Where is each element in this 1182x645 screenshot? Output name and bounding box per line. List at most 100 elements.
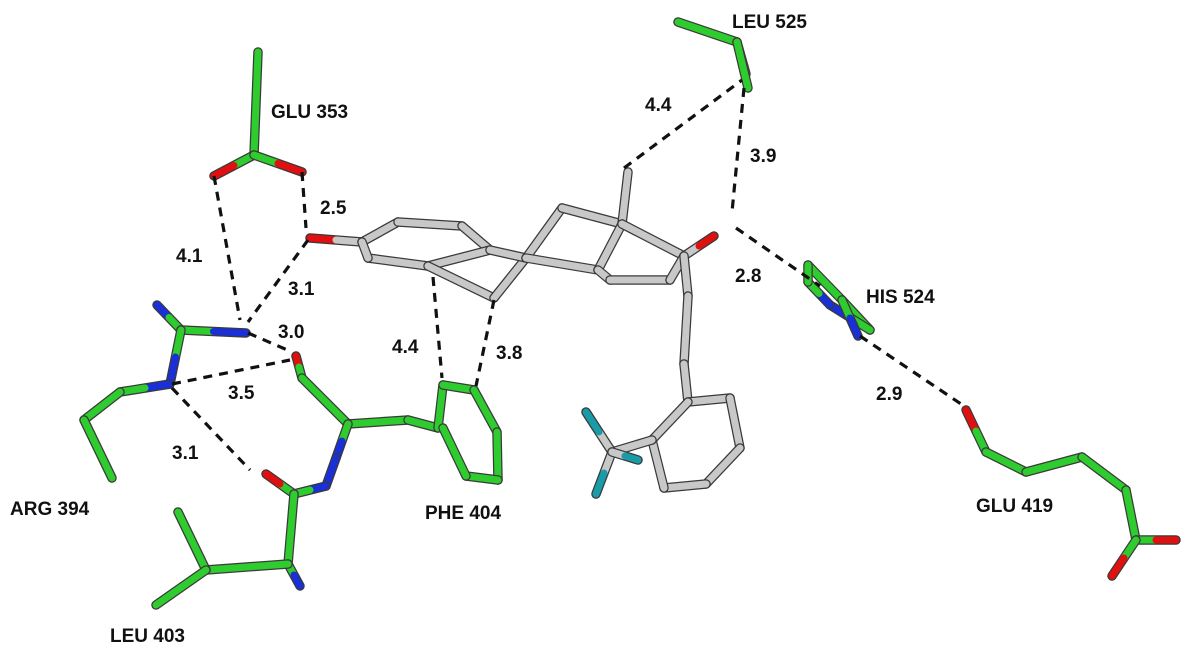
label-glu353: GLU 353: [271, 102, 348, 123]
bond-0: [252, 48, 262, 107]
interaction-line-9: [730, 87, 746, 213]
bond-75: [592, 469, 608, 498]
bond-69: [719, 444, 744, 470]
bond-30: [733, 38, 746, 69]
bond-39: [1050, 453, 1086, 468]
bond-8: [94, 445, 116, 482]
bond-65: [680, 326, 690, 368]
label-glu419: GLU 419: [976, 496, 1053, 517]
bond-18: [290, 571, 304, 590]
bond-65: [682, 292, 692, 334]
bond-36: [846, 314, 862, 340]
bond-4: [210, 328, 250, 337]
bond-48: [455, 246, 494, 262]
interaction-line-11: [859, 334, 965, 408]
bond-46: [394, 218, 434, 228]
bond-30: [739, 61, 752, 92]
interaction-lines: [170, 78, 965, 472]
interaction-line-3: [247, 331, 293, 354]
bond-54: [540, 204, 566, 237]
bond-11: [374, 416, 412, 426]
interaction-line-0: [212, 175, 242, 321]
bond-19: [202, 563, 251, 574]
bond-57: [558, 260, 602, 274]
interaction-line-8: [623, 78, 743, 170]
distance-glu353-ligand: 2.5: [320, 198, 347, 219]
distance-arg-leu403: 3.1: [172, 443, 199, 464]
bond-59: [649, 236, 688, 260]
bond-52: [490, 274, 514, 302]
bond-40: [1078, 453, 1108, 477]
bond-27: [451, 448, 470, 480]
bond-56: [621, 168, 632, 202]
bond-55: [588, 212, 626, 228]
bond-43: [1120, 536, 1140, 562]
bond-7: [98, 388, 124, 410]
bond-68: [726, 394, 739, 427]
interaction-line-2: [246, 239, 310, 323]
bond-2: [274, 160, 306, 176]
label-phe404: PHE 404: [425, 503, 501, 524]
bond-11: [344, 418, 382, 428]
distance-his524-glu419: 2.9: [876, 384, 902, 405]
distance-ligand-o-arg: 3.1: [288, 279, 315, 300]
bond-2: [250, 151, 282, 167]
distance-arg-n-water: 3.5: [228, 383, 255, 404]
interaction-line-6: [431, 276, 444, 379]
bond-10: [298, 374, 329, 405]
bond-50: [358, 238, 369, 254]
distance-his524-o: 2.8: [735, 266, 761, 287]
bond-24: [470, 386, 489, 415]
bond-20: [188, 537, 210, 574]
bond-51: [457, 278, 498, 302]
bond-21: [177, 566, 210, 591]
bond-43: [1108, 554, 1128, 580]
bond-27: [439, 424, 458, 456]
interaction-line-5: [170, 386, 252, 472]
bond-51: [424, 262, 465, 286]
bond-59: [618, 220, 657, 244]
molecular-bonds: [79, 17, 1181, 610]
bond-10: [321, 397, 352, 428]
bond-57: [522, 254, 566, 268]
distance-leu525-methyl: 4.4: [645, 95, 672, 116]
bond-1: [210, 162, 238, 180]
bond-25: [493, 428, 501, 460]
bond-44: [306, 234, 340, 244]
bond-28: [674, 18, 711, 36]
bond-70: [681, 480, 710, 490]
bond-16: [262, 470, 284, 488]
bond-49: [364, 254, 402, 266]
bond-74: [582, 408, 603, 436]
bond-38: [982, 448, 1010, 466]
label-his524: HIS 524: [866, 287, 935, 308]
label-arg394: ARG 394: [10, 499, 90, 520]
label-leu403: LEU 403: [110, 626, 185, 645]
distance-phe-ring-a: 4.4: [392, 337, 419, 358]
bond-71: [654, 460, 668, 492]
interaction-line-4: [171, 358, 291, 386]
interaction-line-7: [474, 299, 496, 387]
bond-17: [287, 490, 298, 533]
distance-phe-ring-b: 3.8: [496, 343, 522, 364]
bond-72: [666, 398, 692, 425]
bond-8: [80, 416, 102, 453]
bond-4: [177, 326, 217, 335]
interaction-line-1: [300, 171, 308, 229]
bond-76: [621, 452, 642, 464]
bond-6: [141, 380, 174, 392]
bond-37: [962, 406, 980, 435]
bond-39: [1022, 461, 1058, 476]
bond-19: [243, 560, 292, 571]
distance-arg-water: 3.0: [278, 322, 304, 343]
bond-55: [558, 204, 596, 220]
bond-46: [426, 220, 466, 230]
bond-0: [250, 100, 260, 159]
bond-20: [174, 508, 196, 545]
bond-17: [284, 525, 295, 568]
bond-49: [394, 258, 432, 270]
bond-41: [1122, 486, 1135, 519]
interaction-line-10: [735, 226, 821, 288]
bond-5: [172, 326, 185, 361]
